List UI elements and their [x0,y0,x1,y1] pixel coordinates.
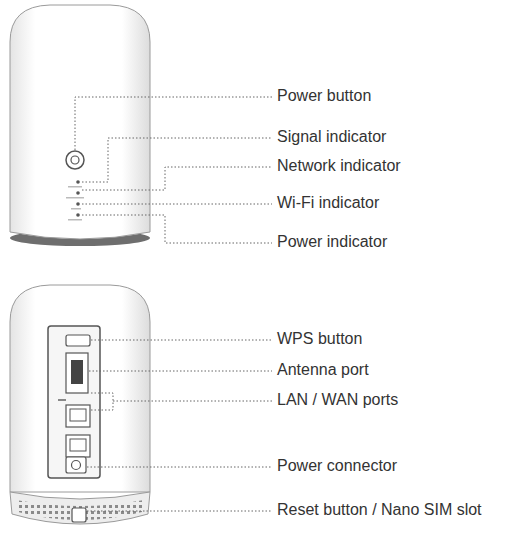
callout-label: LAN / WAN ports [277,390,398,410]
callout-label: Network indicator [277,156,401,176]
callout-label: Signal indicator [277,127,386,147]
callout-label: Reset button / Nano SIM slot [277,500,482,520]
router-rear [10,285,150,524]
callout-label: WPS button [277,329,362,349]
callout-label: Antenna port [277,360,369,380]
callout-label: Power indicator [277,232,387,252]
leader-lines [75,97,272,511]
router-front [10,5,150,246]
callout-label: Power button [277,86,371,106]
callout-label: Wi-Fi indicator [277,193,379,213]
callout-label: Power connector [277,456,397,476]
